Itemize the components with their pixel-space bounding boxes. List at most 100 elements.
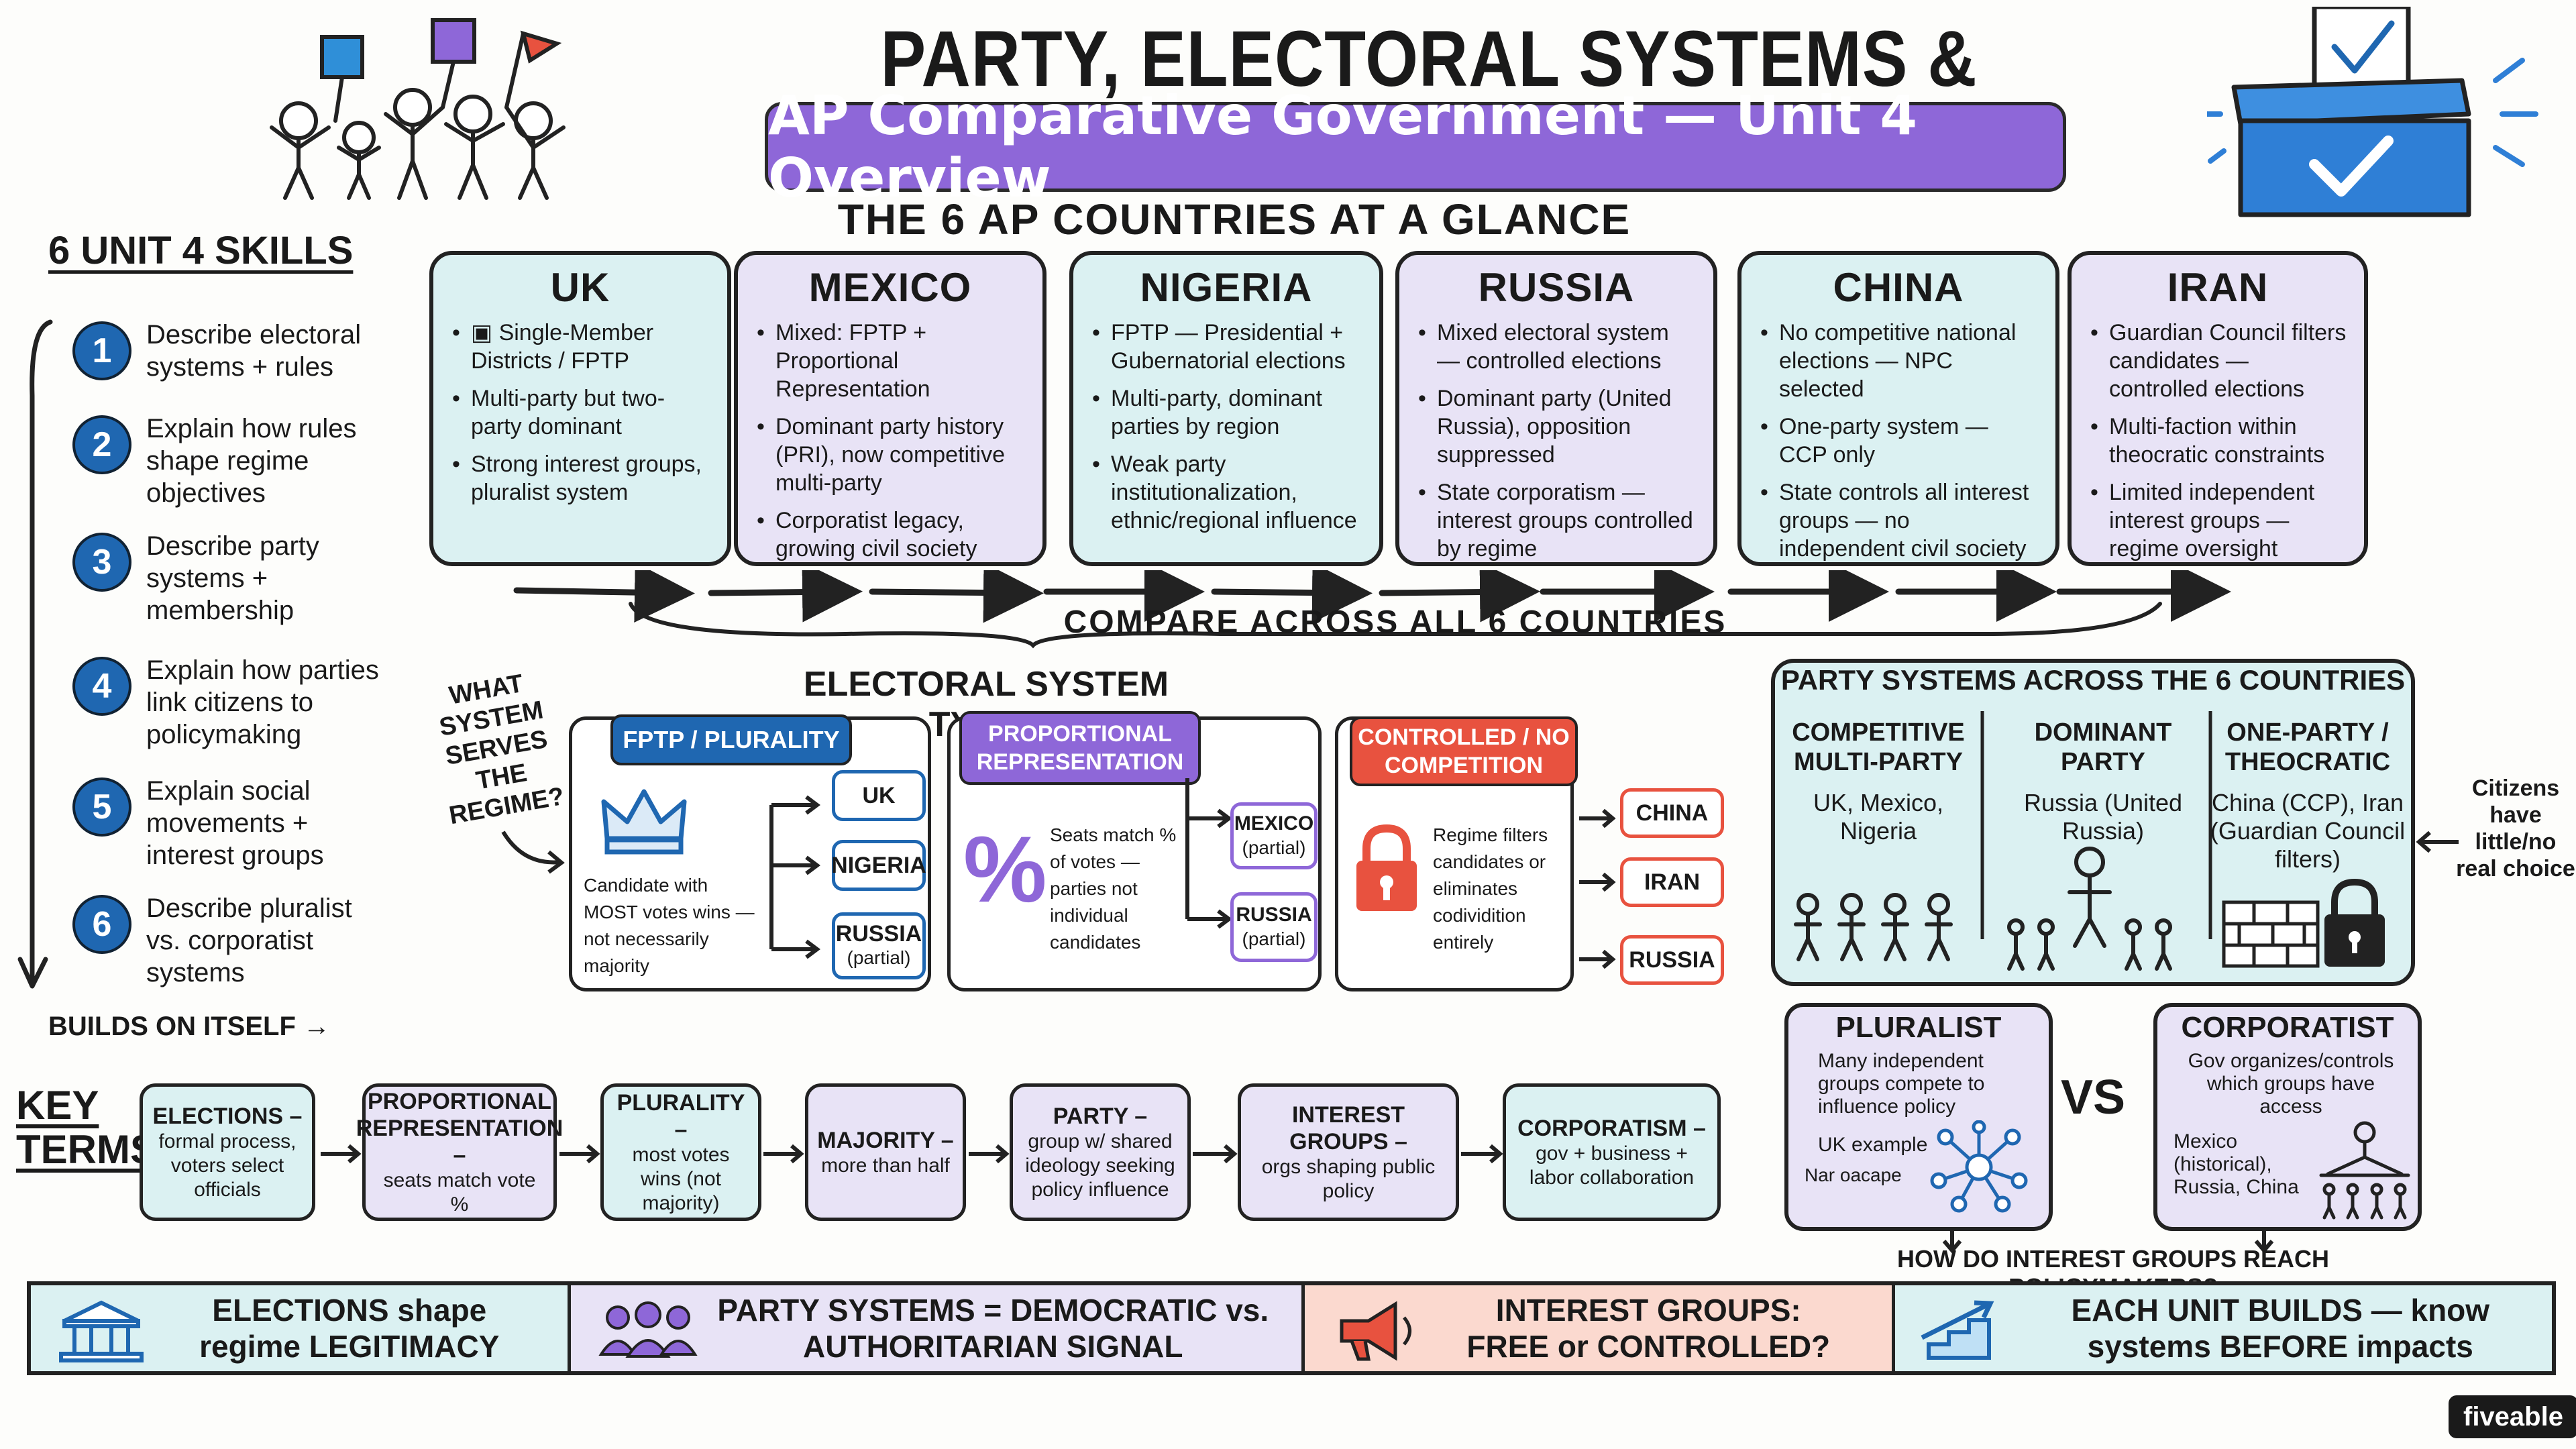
country-bullet: Multi-party, dominant parties by region (1092, 384, 1362, 441)
country-tag-russia: RUSSIA (1620, 935, 1724, 985)
skill-item: 1 Describe electoral systems + rules (72, 319, 388, 383)
party-column-value: China (CCP), Iran (Guardian Council filt… (2210, 789, 2406, 873)
hierarchy-icon (2319, 1121, 2410, 1220)
country-tag-russia: RUSSIA(partial) (832, 912, 926, 979)
brand-logo: fiveable (2449, 1395, 2576, 1438)
country-bullet: State corporatism — interest groups cont… (1418, 478, 1696, 563)
citizens-arrow (2416, 830, 2459, 853)
citizens-note: Citizens have little/no real choice (2456, 775, 2575, 881)
country-bullet: ▣ Single-Member Districts / FPTP (452, 319, 710, 375)
regime-question: WHAT SYSTEM SERVES THE REGIME? (437, 669, 567, 830)
key-term-definition: most votes wins (not majority) (632, 1143, 730, 1214)
pr-description: Seats match % of votes — parties not ind… (1050, 824, 1177, 953)
skill-number: 6 (72, 895, 131, 954)
wall-lock-icon (2222, 878, 2385, 968)
party-column-one-party: ONE-PARTY / THEOCRATIC China (CCP), Iran… (2207, 718, 2408, 873)
key-term-arrows (321, 1144, 1503, 1164)
skill-number: 4 (72, 657, 131, 716)
percent-icon: % (963, 816, 1047, 922)
country-name: RUSSIA (1478, 265, 1635, 310)
key-term-name: INTEREST GROUPS – (1289, 1102, 1407, 1155)
key-term-definition: formal process, voters select officials (158, 1130, 297, 1201)
skill-number: 1 (72, 321, 131, 380)
party-column-dividers (1980, 711, 2212, 939)
controlled-description: Regime filters candidates or eliminates … (1433, 824, 1548, 953)
ballot-box-icon (2207, 7, 2538, 217)
pluralist-example-note: Nar oacape (1805, 1165, 1902, 1185)
skills-footer: BUILDS ON ITSELF → (48, 1012, 330, 1041)
country-tag-uk: UK (832, 770, 926, 821)
skill-number: 5 (72, 777, 131, 837)
pluralist-example: UK example (1818, 1134, 1928, 1156)
skills-title: 6 UNIT 4 SKILLS (48, 229, 354, 272)
banner-cell-elections: ELECTIONS shape regime LEGITIMACY (31, 1285, 571, 1371)
country-name: IRAN (2167, 265, 2269, 310)
compare-label: COMPARE ACROSS ALL 6 COUNTRIES (1063, 604, 1727, 640)
country-card-russia: RUSSIA Mixed electoral system — controll… (1395, 251, 1717, 566)
key-term-corporatism: CORPORATISM – gov + business + labor col… (1503, 1083, 1721, 1221)
fptp-branch-arrows (769, 795, 820, 959)
network-icon (1930, 1120, 2028, 1213)
ballot-icon: ▣ (471, 320, 499, 345)
rising-stairs-icon (1920, 1300, 1994, 1360)
party-systems-heading: PARTY SYSTEMS ACROSS THE 6 COUNTRIES (1780, 664, 2406, 696)
banner-cell-party-systems: PARTY SYSTEMS = DEMOCRATIC vs. AUTHORITA… (570, 1285, 1305, 1371)
country-bullet: Mixed electoral system — controlled elec… (1418, 319, 1696, 375)
country-bullet: Dominant party history (PRI), now compet… (757, 413, 1025, 497)
pluralist-description: Many independent groups compete to influ… (1818, 1050, 1985, 1118)
key-term-name: ELECTIONS – (152, 1103, 303, 1129)
key-term-name: CORPORATISM – (1517, 1115, 1706, 1141)
party-column-value: Russia (United Russia) (2023, 789, 2183, 845)
corporatist-example: Mexico (historical), Russia, China (2174, 1130, 2299, 1198)
key-term-elections: ELECTIONS – formal process, voters selec… (140, 1083, 315, 1221)
country-name: UK (550, 265, 610, 310)
skill-text: Explain how parties link citizens to pol… (146, 655, 379, 749)
country-name: MEXICO (808, 265, 972, 310)
skill-text: Describe party systems + membership (146, 531, 319, 625)
key-term-definition: more than half (821, 1154, 950, 1177)
country-name: CHINA (1833, 265, 1964, 310)
skill-text: Describe electoral systems + rules (146, 320, 362, 382)
pr-branch-arrows (1185, 778, 1232, 929)
key-term-name: PARTY – (1053, 1103, 1148, 1129)
country-bullet: Mixed: FPTP + Proportional Representatio… (757, 319, 1025, 403)
country-tag-china: CHINA (1620, 788, 1724, 838)
key-term-interest-groups: INTEREST GROUPS – orgs shaping public po… (1238, 1083, 1459, 1221)
skill-text: Explain how rules shape regime objective… (146, 414, 357, 508)
skills-progress-arrow (17, 319, 53, 989)
country-bullet: State controls all interest groups — no … (1760, 478, 2038, 563)
skill-text: Explain social movements + interest grou… (146, 776, 324, 870)
dominant-party-people-icon (2007, 847, 2172, 971)
country-card-nigeria: NIGERIA FPTP — Presidential + Gubernator… (1069, 251, 1383, 566)
skill-number: 2 (72, 415, 131, 474)
country-tag-iran: IRAN (1620, 857, 1724, 907)
country-bullet: Limited independent interest groups — re… (2090, 478, 2347, 563)
padlock-icon (1356, 824, 1417, 911)
pr-tag: PROPORTIONAL REPRESENTATION (959, 711, 1201, 785)
skill-item: 4 Explain how parties link citizens to po… (72, 654, 388, 751)
country-tag-nigeria: NIGERIA (831, 840, 926, 891)
key-term-party: PARTY – group w/ shared ideology seeking… (1010, 1083, 1191, 1221)
country-card-uk: UK ▣ Single-Member Districts / FPTP Mult… (429, 251, 731, 566)
fptp-description: Candidate with MOST votes wins — not nec… (584, 875, 755, 976)
skill-item: 2 Explain how rules shape regime objectiv… (72, 413, 388, 509)
country-bullet: Corporatist legacy, growing civil societ… (757, 506, 1025, 563)
key-term-definition: seats match vote % (383, 1169, 536, 1216)
country-card-iran: IRAN Guardian Council filters candidates… (2068, 251, 2368, 566)
controlled-tag: CONTROLLED / NO COMPETITION (1350, 716, 1578, 786)
key-term-definition: orgs shaping public policy (1261, 1155, 1436, 1202)
banner-text: EACH UNIT BUILDS — know systems BEFORE i… (2071, 1293, 2490, 1364)
key-term-proportional: PROPORTIONAL REPRESENTATION – seats matc… (356, 1083, 563, 1221)
party-column-head: DOMINANT PARTY (2034, 718, 2172, 776)
government-building-icon (59, 1300, 144, 1362)
corporatist-description: Gov organizes/controls which groups have… (2188, 1050, 2394, 1118)
versus-label: VS (2061, 1071, 2126, 1124)
country-tag-mexico: MEXICO(partial) (1230, 802, 1318, 869)
country-bullet: One-party system — CCP only (1760, 413, 2038, 469)
countries-heading: THE 6 AP COUNTRIES AT A GLANCE (837, 195, 1631, 244)
country-name: NIGERIA (1140, 265, 1313, 310)
country-bullet: No competitive national elections — NPC … (1760, 319, 2038, 403)
